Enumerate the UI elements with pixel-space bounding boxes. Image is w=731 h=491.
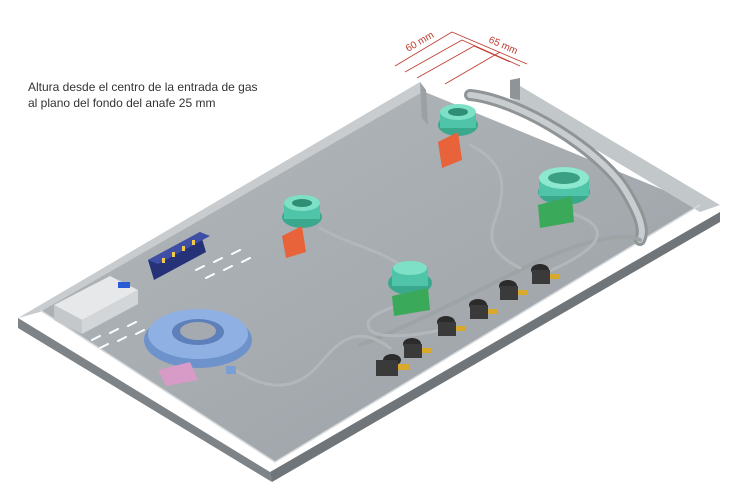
- dim-line: [416, 45, 475, 79]
- burner-bracket-red: [282, 226, 306, 258]
- ignition-module: [148, 232, 210, 280]
- burner-rear-right: [538, 167, 590, 228]
- branch-pipe: [233, 334, 392, 387]
- burner-rim: [393, 261, 427, 275]
- cooktop-tray: [18, 78, 720, 482]
- burner-rear-center: [438, 104, 478, 168]
- gas-valve: [403, 338, 432, 358]
- dimension-annotation: [394, 31, 528, 85]
- box-front: [54, 305, 82, 334]
- tray-right-wall: [510, 80, 720, 212]
- tray-front-lip: [18, 318, 272, 482]
- branch-pipe: [366, 298, 442, 338]
- tray-edge-highlight: [39, 204, 701, 463]
- burner-injector: [226, 366, 236, 374]
- tray-front-right-lip: [270, 212, 720, 482]
- main-manifold-pipe-highlight: [467, 92, 645, 243]
- dim-line: [444, 51, 501, 85]
- valve-manifold: [376, 264, 560, 376]
- tray-back-wall-right: [510, 78, 520, 100]
- gas-valve: [531, 264, 560, 284]
- dim-line: [473, 45, 511, 63]
- dim-line: [461, 39, 521, 67]
- gas-valve: [437, 316, 466, 336]
- caption-line-2: al plano del fondo del anafe 25 mm: [28, 96, 216, 110]
- burner-cup: [292, 199, 312, 207]
- box-connector: [118, 282, 130, 288]
- burner-cup: [548, 172, 580, 184]
- dim-line: [404, 39, 463, 73]
- caption-line-1: Altura desde el centro de la entrada de …: [28, 80, 258, 94]
- tray-left-wall: [18, 82, 426, 318]
- burner-left: [282, 195, 322, 258]
- vent-slots: [91, 249, 251, 349]
- burner-bracket-green: [392, 288, 430, 316]
- dim-line: [394, 31, 453, 67]
- branch-pipe: [468, 143, 522, 270]
- tray-back-wall-left: [420, 82, 428, 125]
- burner-wok-front: [144, 309, 252, 386]
- gas-valve: [499, 280, 528, 300]
- box-side: [82, 290, 138, 334]
- burner-mount-pink: [158, 362, 198, 386]
- burner-cup: [448, 108, 468, 116]
- gas-valve: [469, 299, 498, 319]
- burner-bracket-red: [438, 132, 462, 168]
- gas-valve: [376, 354, 410, 376]
- gas-supply-pipe: [233, 89, 648, 387]
- feed-pipe: [358, 234, 642, 347]
- branch-pipe: [318, 226, 402, 267]
- tray-floor: [40, 90, 700, 462]
- burner-hole: [180, 322, 216, 340]
- caption: Altura desde el centro de la entrada de …: [28, 79, 258, 111]
- burner-center: [388, 261, 432, 316]
- dim-line: [451, 31, 528, 65]
- ignition-terminals: [162, 240, 195, 263]
- box-top: [54, 276, 138, 320]
- power-supply-box: [54, 276, 138, 334]
- burner-bracket-green: [538, 196, 574, 228]
